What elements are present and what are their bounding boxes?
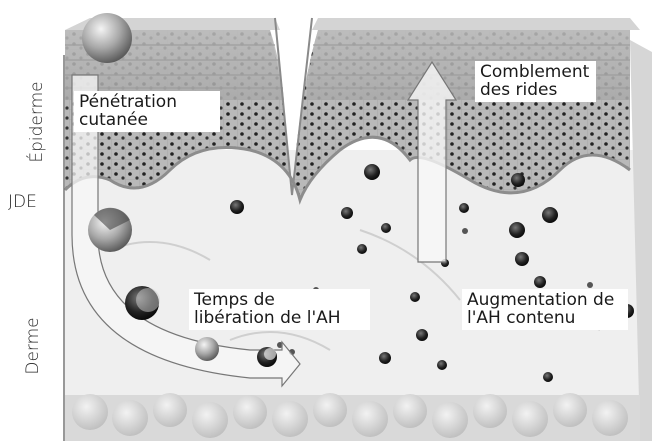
hypodermis-fat-cells: [65, 393, 640, 441]
dermis-side-label: Derme: [23, 315, 43, 377]
dej-side-label: JDE: [8, 192, 37, 212]
filling-callout: Comblement des rides: [475, 61, 596, 102]
penetration-callout: Pénétration cutanée: [74, 91, 220, 132]
epidermis-side-label: Épiderme: [27, 81, 47, 163]
release-callout: Temps de libération de l'AH: [189, 289, 370, 330]
increase-callout: Augmentation de l'AH contenu: [462, 289, 628, 330]
